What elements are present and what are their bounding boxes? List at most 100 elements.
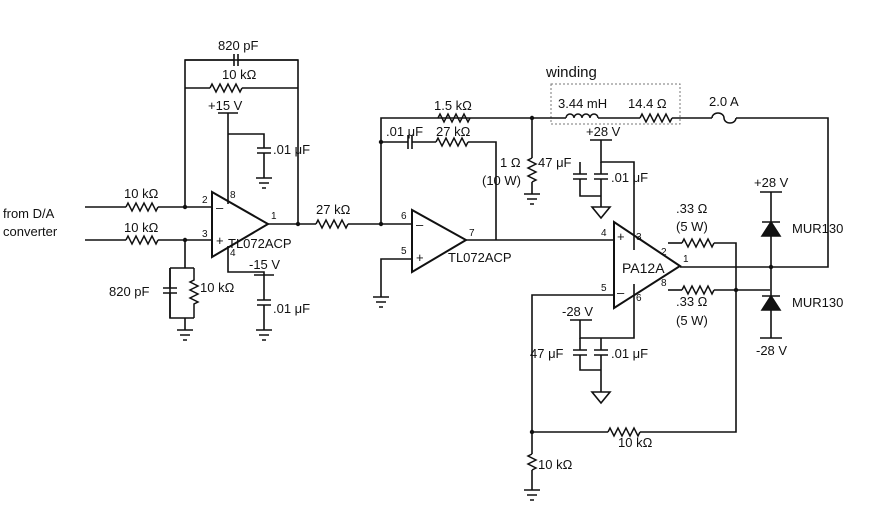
junction xyxy=(768,264,774,270)
clamp-vneg-label: -28 V xyxy=(756,343,787,358)
pa12a-pin-3: 3 xyxy=(636,232,642,243)
input-label-line2: converter xyxy=(3,224,58,239)
pa-feedback-resistor xyxy=(607,426,641,438)
junction xyxy=(378,139,384,145)
shunt-capacitor-label: 820 pF xyxy=(109,284,150,299)
pa12a-plus: + xyxy=(617,229,625,244)
pa-vneg-small-cap xyxy=(590,338,612,405)
junction xyxy=(182,237,188,243)
pa12a-amp xyxy=(613,220,682,310)
winding-box xyxy=(550,83,681,125)
junction xyxy=(733,287,739,293)
shunt-resistor-label: 10 kΩ xyxy=(200,280,235,295)
wire xyxy=(640,290,737,433)
sense-resistor-value: 1 Ω xyxy=(500,155,521,170)
diode-bottom-label: MUR130 xyxy=(792,295,843,310)
input-label-line1: from D/A xyxy=(3,206,55,221)
clamp-vpos-label: +28 V xyxy=(754,175,789,190)
link-resistor xyxy=(315,218,349,230)
integrator-resistor-label: 27 kΩ xyxy=(436,124,471,139)
diode-top-label: MUR130 xyxy=(792,221,843,236)
vneg-bypass-label: .01 μF xyxy=(273,301,310,316)
diode-bottom-icon xyxy=(760,294,782,311)
pa-vneg-label: -28 V xyxy=(562,304,593,319)
pa-ground-resistor-label: 10 kΩ xyxy=(538,457,573,472)
vpos-bypass-label: .01 μF xyxy=(273,142,310,157)
pa-vpos-label: +28 V xyxy=(586,124,621,139)
link-resistor-group: 27 kΩ xyxy=(268,202,412,230)
vpos-bypass-cap xyxy=(228,133,272,189)
pa-vneg-big-cap-label: 47 μF xyxy=(530,346,564,361)
winding-return-wire xyxy=(680,117,829,268)
current-limit-bottom-power: (5 W) xyxy=(676,313,708,328)
current-limit-resistor-bottom xyxy=(681,284,715,296)
current-label: 2.0 A xyxy=(709,94,739,109)
feedback-capacitor xyxy=(185,54,298,66)
opamp-1-pin-4: 4 xyxy=(230,248,236,259)
junction xyxy=(182,204,188,210)
pa12a-minus: – xyxy=(617,285,625,300)
input-resistor-top-label: 10 kΩ xyxy=(124,186,159,201)
current-limit-top-value: .33 Ω xyxy=(676,201,708,216)
feedback-resistor-label: 10 kΩ xyxy=(222,67,257,82)
clamp-vneg-rail xyxy=(760,310,782,339)
opamp-1-pin-2: 2 xyxy=(202,195,208,206)
opamp-1-minus: – xyxy=(216,200,224,215)
pa-vneg-big-cap xyxy=(573,338,601,371)
winding-resistor xyxy=(639,112,673,124)
fuse-icon xyxy=(711,112,737,124)
current-limit-top-power: (5 W) xyxy=(676,219,708,234)
top-feedback-resistor xyxy=(437,112,471,124)
pa12a-pin-2: 2 xyxy=(661,247,667,258)
opamp-2-label: TL072ACP xyxy=(448,250,512,265)
winding-resistance-label: 14.4 Ω xyxy=(628,96,667,111)
pa-feedback-wire xyxy=(531,294,614,433)
input-resistor-top xyxy=(125,201,159,213)
top-feedback-wire xyxy=(380,117,532,224)
opamp-2-pin-7: 7 xyxy=(469,228,475,239)
opamp-2 xyxy=(411,208,469,274)
integrator-resistor xyxy=(435,136,469,148)
pa-ground xyxy=(524,470,540,501)
input-resistor-bottom xyxy=(125,234,159,246)
wire xyxy=(714,242,737,290)
sense-resistor-power: (10 W) xyxy=(482,173,521,188)
opamp-2-ground xyxy=(373,258,412,308)
integrator-capacitor-label: .01 μF xyxy=(386,124,423,139)
current-limit-resistor-top xyxy=(681,237,715,249)
vneg-15-rail xyxy=(227,246,274,341)
wire xyxy=(468,141,497,240)
opamp-1-pin-8: 8 xyxy=(230,190,236,201)
winding-inductor xyxy=(565,113,599,119)
pa-vneg-rail xyxy=(570,284,635,339)
shunt-capacitor xyxy=(163,268,177,318)
opamp-1-plus: + xyxy=(216,233,224,248)
current-limit-bottom-value: .33 Ω xyxy=(676,294,708,309)
power-amp-group: + – PA12A 4 3 2 1 5 6 8 +28 V .01 μF -28… xyxy=(524,124,770,501)
opamp-1-pin-1: 1 xyxy=(271,211,277,222)
pa12a-pin-1: 1 xyxy=(683,254,689,265)
clamp-group: +28 V -28 V MUR130 MUR130 xyxy=(754,175,843,358)
winding-label: winding xyxy=(545,64,597,81)
pa-feedback-resistor-label: 10 kΩ xyxy=(618,435,653,450)
input-stage: from D/A converter 10 kΩ 10 kΩ – + 2 3 8… xyxy=(3,38,310,341)
winding-inductance-label: 3.44 mH xyxy=(558,96,607,111)
pa12a-label: PA12A xyxy=(622,260,665,276)
opamp-2-pin-5: 5 xyxy=(401,246,407,257)
input-resistor-bottom-label: 10 kΩ xyxy=(124,220,159,235)
feedback-capacitor-label: 820 pF xyxy=(218,38,259,53)
integrator-capacitor xyxy=(381,135,436,149)
opamp-2-plus: + xyxy=(416,250,424,265)
pa-vneg-small-cap-label: .01 μF xyxy=(611,346,648,361)
opamp-2-minus: – xyxy=(416,217,424,232)
sense-cap-label: 47 μF xyxy=(538,155,572,170)
shunt-resistor xyxy=(188,268,200,318)
link-resistor-label: 27 kΩ xyxy=(316,202,351,217)
pa-vpos-small-cap xyxy=(590,162,612,220)
pa12a-pin-8: 8 xyxy=(661,278,667,289)
clamp-vpos-rail xyxy=(760,191,782,222)
feedback-resistor xyxy=(209,82,243,94)
pa12a-pin-6: 6 xyxy=(636,293,642,304)
pa-vpos-big-cap xyxy=(573,162,601,197)
opamp-1 xyxy=(211,190,270,259)
